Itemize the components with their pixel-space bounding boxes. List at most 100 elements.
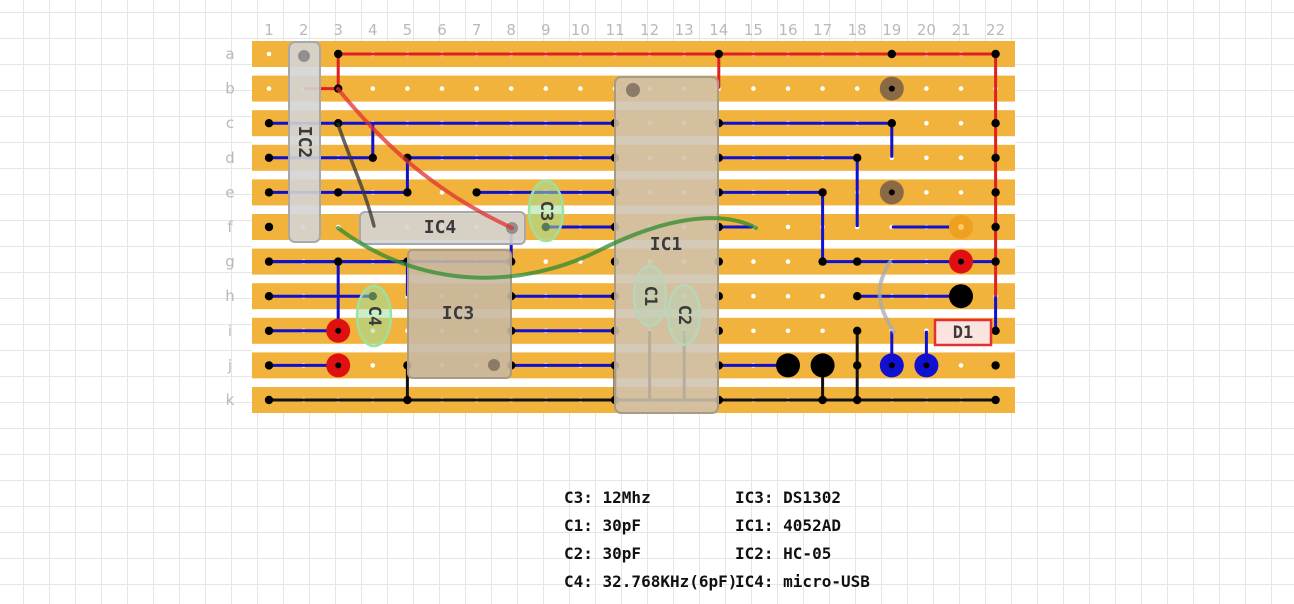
pad	[776, 353, 800, 378]
strip-hole	[958, 86, 964, 91]
components	[288, 41, 993, 414]
row-label: b	[225, 80, 235, 98]
column-label: 14	[709, 21, 728, 39]
strip-hole	[958, 363, 964, 368]
strip-hole	[785, 86, 791, 91]
pad-center	[335, 362, 342, 369]
row-label: i	[228, 322, 232, 340]
pad-center	[958, 258, 964, 265]
legend-item-ic1: IC1: 4052AD	[735, 516, 841, 535]
row-label: k	[226, 391, 235, 409]
junction-dot	[403, 188, 412, 197]
column-label: 11	[605, 21, 624, 39]
column-label: 2	[299, 21, 309, 39]
strip-hole	[370, 363, 376, 368]
wire	[718, 190, 996, 264]
strip-hole	[439, 190, 445, 195]
strip-hole	[751, 328, 756, 334]
c4-label: C4	[364, 306, 384, 326]
pad-center	[958, 224, 964, 230]
strip-hole	[958, 155, 964, 161]
junction-dot	[334, 188, 343, 197]
junction-dot	[853, 153, 862, 162]
junction-dot	[991, 153, 1000, 162]
ic3-label: IC3	[442, 303, 475, 324]
ic4-label: IC4	[424, 217, 457, 238]
column-label: 7	[472, 21, 482, 39]
junction-dot	[818, 188, 827, 197]
strip-hole	[751, 293, 756, 299]
junction-dot	[714, 49, 723, 59]
strip-hole	[543, 259, 549, 264]
strip-hole	[543, 86, 549, 91]
strip-hole	[820, 86, 825, 91]
column-label: 20	[917, 21, 936, 39]
strip-hole	[751, 86, 756, 91]
strip-hole	[474, 86, 479, 91]
c2-label: C2	[674, 305, 694, 325]
d1-body	[933, 318, 993, 347]
component-legend: C3: 12Mhz C1: 30pF C2: 30pF C4: 32.768KH…	[564, 488, 904, 598]
junction-dot	[853, 326, 862, 335]
column-label: 9	[541, 21, 551, 39]
strip-hole	[508, 86, 514, 91]
column-label: 17	[813, 21, 832, 39]
strip-hole	[958, 190, 964, 195]
column-label: 10	[571, 21, 590, 39]
column-label: 15	[744, 21, 763, 39]
strip-hole	[266, 51, 272, 57]
c2-body	[666, 283, 702, 347]
strip-hole	[924, 120, 929, 126]
ic1-pin1-marker	[626, 83, 640, 97]
pad-center	[888, 189, 895, 196]
junction-dot	[853, 292, 862, 301]
flying-wire	[336, 87, 514, 230]
row-label: j	[227, 356, 232, 374]
legend-item-ic3: IC3: DS1302	[735, 488, 841, 507]
junction-dot	[991, 395, 1000, 405]
strip-hole	[820, 328, 825, 334]
ic4-body	[359, 211, 526, 245]
strip-hole	[785, 259, 791, 264]
flying-wire	[336, 216, 758, 280]
junction-dot	[403, 395, 412, 405]
row-label: f	[227, 218, 233, 236]
legend-item-c4: C4: 32.768KHz(6pF)	[564, 572, 735, 591]
legend-item-c1: C1: 30pF	[564, 516, 642, 535]
junction-dot	[264, 292, 274, 301]
junction-dot	[991, 257, 1000, 266]
strip-hole	[578, 86, 583, 91]
column-label: 18	[848, 21, 867, 39]
row-label: e	[225, 183, 234, 201]
junction-dot	[818, 395, 827, 405]
junction-dot	[887, 49, 896, 59]
column-label: 21	[951, 21, 970, 39]
c1-label: C1	[640, 286, 660, 306]
row-label: c	[226, 114, 234, 132]
column-label: 19	[882, 21, 901, 39]
pad-center	[888, 362, 895, 369]
strip-hole	[405, 86, 410, 91]
pad-center	[923, 362, 930, 369]
junction-dot	[887, 119, 896, 128]
pad	[810, 353, 835, 378]
junction-dot	[991, 326, 1000, 335]
column-label: 13	[675, 21, 694, 39]
legend-item-ic4: IC4: micro-USB	[735, 572, 870, 591]
pad-center	[335, 327, 342, 334]
column-label: 4	[368, 21, 378, 39]
junction-dot	[368, 153, 377, 162]
junction-dot	[264, 153, 274, 162]
junction-dot	[853, 395, 862, 405]
column-label: 8	[506, 21, 516, 39]
ic2-label: IC2	[294, 126, 315, 159]
ic2-body	[288, 41, 321, 243]
junction-dot	[991, 119, 1000, 128]
c1-body	[632, 264, 668, 328]
strip-hole	[785, 328, 791, 334]
junction-dot	[334, 49, 343, 59]
junction-dot	[818, 257, 827, 266]
